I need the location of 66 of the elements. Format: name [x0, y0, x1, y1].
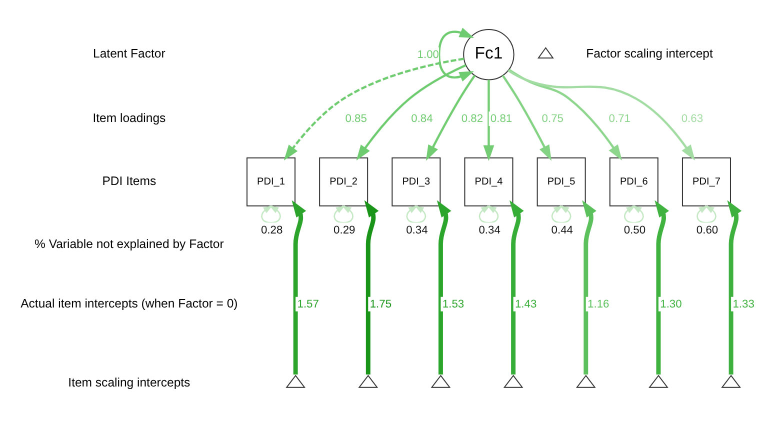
- edge-label: 1.57: [297, 298, 319, 310]
- arrow: [426, 74, 476, 160]
- label: % Variable not explained by Factor: [34, 236, 224, 251]
- edge-label: 0.34: [478, 224, 500, 236]
- label: Latent Factor: [93, 46, 166, 60]
- node-box: PDI_4: [464, 156, 514, 206]
- edge-label: 1.33: [732, 298, 754, 310]
- arrow: [364, 200, 379, 374]
- edge-label: 0.63: [681, 112, 704, 125]
- arrow: [478, 204, 499, 223]
- legend-label: Factor scaling intercept: [586, 46, 713, 60]
- edge-label: 0.85: [345, 112, 367, 125]
- arrow: [502, 74, 552, 160]
- arrow: [624, 204, 644, 223]
- edge-label: 0.28: [260, 224, 283, 236]
- label: Item loadings: [92, 110, 166, 124]
- arrow: [438, 27, 474, 81]
- node-triangle: [358, 374, 378, 388]
- arrow: [582, 200, 596, 374]
- edge-label: 1.00: [417, 48, 439, 60]
- arrow: [284, 57, 464, 160]
- arrow: [696, 204, 716, 223]
- node-box: PDI_6: [609, 156, 658, 206]
- arrow: [334, 204, 354, 223]
- arrow: [436, 200, 452, 374]
- arrow: [510, 200, 524, 374]
- edge-label: 0.50: [624, 224, 646, 236]
- edge-label: 0.29: [334, 224, 356, 236]
- edge-label: 0.82: [461, 112, 484, 125]
- node-circle: Fc1: [463, 28, 514, 80]
- arrow: [508, 68, 622, 160]
- arrow: [261, 204, 281, 223]
- label: Item scaling intercepts: [68, 375, 190, 390]
- arrow: [727, 200, 742, 374]
- edge-label: 0.44: [551, 224, 573, 236]
- arrow: [551, 204, 572, 223]
- edge-label: 1.43: [514, 298, 537, 310]
- edge-label: 0.81: [490, 112, 512, 125]
- arrow: [406, 204, 426, 223]
- edge-label: 1.75: [370, 298, 392, 310]
- node-triangle: [721, 374, 741, 388]
- edge-label: 1.53: [442, 298, 464, 310]
- edge-label: 1.16: [588, 298, 610, 310]
- node-triangle: [648, 374, 668, 388]
- node-box: PDI_7: [682, 156, 731, 206]
- edge-label: 0.71: [608, 112, 630, 125]
- edge-label: 0.60: [696, 224, 718, 236]
- node-triangle: [430, 374, 451, 388]
- edge-label: 1.30: [660, 298, 682, 310]
- arrow: [292, 200, 306, 374]
- arrow: [483, 79, 494, 160]
- node-triangle: [286, 374, 306, 388]
- node-triangle: [576, 374, 596, 388]
- edge-label: 0.84: [411, 112, 433, 125]
- arrow: [356, 64, 466, 160]
- node-box: PDI_5: [536, 156, 586, 206]
- arrow: [654, 200, 669, 374]
- edge-label: 0.34: [406, 224, 428, 236]
- edge-label: 0.75: [542, 112, 564, 125]
- node-triangle: [503, 374, 524, 388]
- node-box: PDI_2: [319, 156, 368, 206]
- node-box: PDI_1: [246, 156, 296, 206]
- label: Actual item intercepts (when Factor = 0): [20, 296, 238, 310]
- label: PDI Items: [102, 174, 156, 188]
- node-box: PDI_3: [392, 156, 441, 206]
- arrow: [508, 69, 696, 160]
